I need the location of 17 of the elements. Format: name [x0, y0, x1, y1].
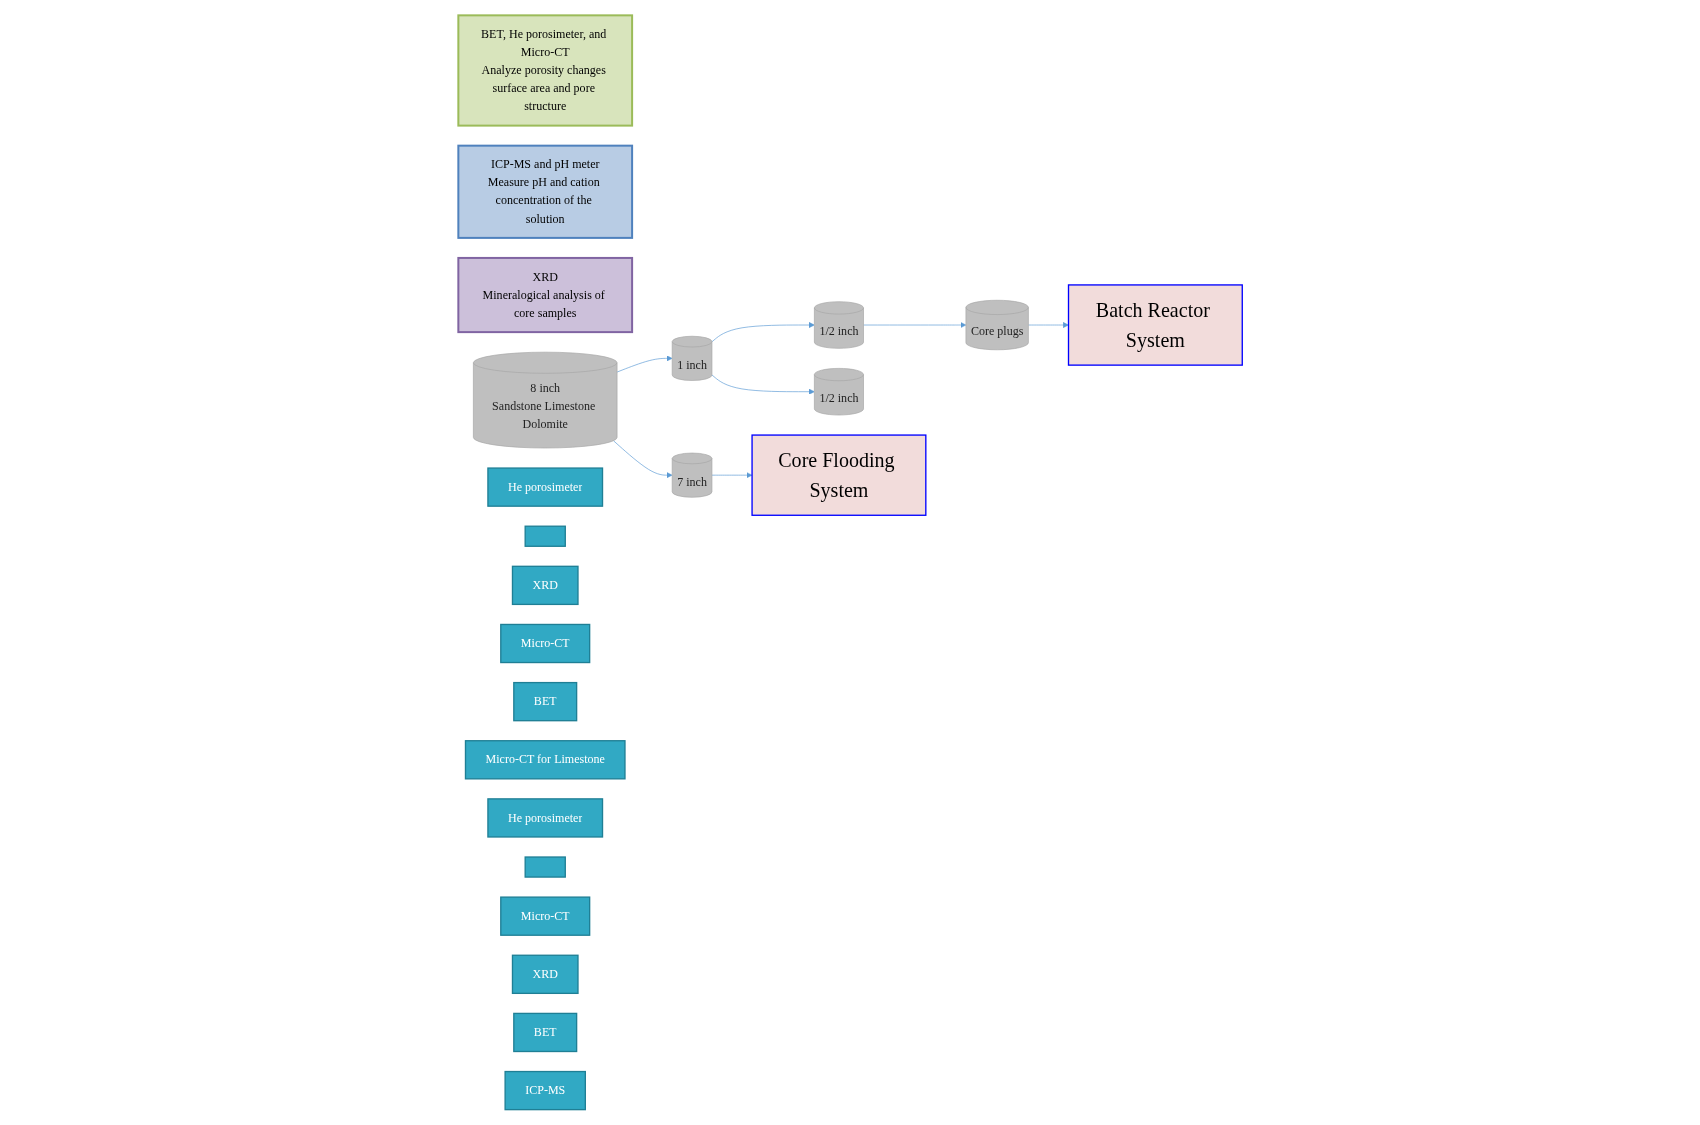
node-box: BET — [512, 1012, 577, 1053]
node-box: He porosimeter — [486, 798, 603, 838]
node-box: He porosimeter — [486, 467, 603, 507]
node-box: Micro-CT — [499, 896, 590, 936]
node-box: Batch Reactor System — [1067, 284, 1243, 366]
node-box: Micro-CT — [499, 623, 590, 664]
node-box — [524, 525, 566, 547]
node-box: XRD — [511, 565, 579, 606]
node-box: XRD Mineralogical analysis of core samples — [457, 256, 633, 334]
node-box: Micro-CT for Limestone — [464, 740, 626, 780]
node-box: BET — [512, 681, 577, 722]
node-box: ICP-MS — [504, 1070, 586, 1111]
node-box: XRD — [511, 954, 579, 994]
node-box: ICP-MS and pH meter Measure pH and cation concentration of the solution — [457, 144, 633, 239]
node-box: Core Flooding System — [751, 434, 927, 516]
node-box — [524, 856, 566, 878]
node-box: BET, He porosimeter, and Micro-CT Analyze porosity changes surface area and pore structure — [457, 14, 633, 127]
